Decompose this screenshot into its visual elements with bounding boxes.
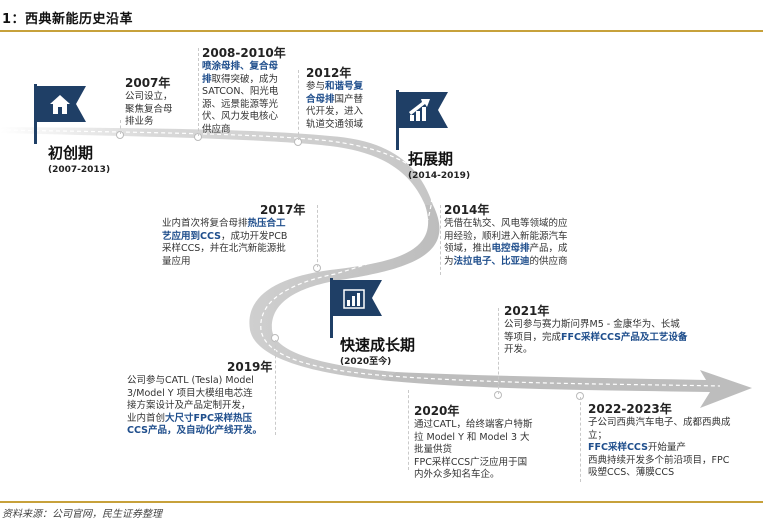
top-rule — [0, 30, 763, 32]
road-segment-curve — [249, 205, 440, 380]
stage-name: 拓展期 — [408, 150, 454, 168]
stage-period: (2014-2019) — [408, 171, 471, 181]
event-line: 开发。 — [504, 344, 533, 355]
event-text: 参与 — [306, 81, 326, 92]
event-line: 通过CATL，给终端客户特斯 — [414, 419, 533, 430]
connector-2019 — [275, 340, 276, 435]
stage-startup: 初创期 (2007-2013) — [48, 144, 110, 176]
event-highlight: FFC采样CCS产品及工艺设备 — [561, 331, 688, 343]
event-line: 代开发，进入 — [306, 106, 364, 117]
connector-2022 — [580, 397, 581, 482]
event-line: 公司参与CATL (Tesla) Model — [127, 375, 254, 386]
connector-2021 — [498, 308, 499, 394]
event-line: 用经验，顺利进入新能源汽车 — [444, 230, 568, 242]
event-text: 的供应商 — [529, 255, 568, 267]
event-year: 2012年 — [306, 66, 352, 80]
road-segment-bottom — [380, 370, 752, 408]
event-highlight: FFC采样CCS — [588, 442, 648, 453]
event-line: 吸塑CCS、薄膜CCS — [588, 467, 675, 478]
bar-chart-icon — [343, 289, 365, 309]
event-text: 为 — [444, 255, 454, 267]
event-year: 2008-2010年 — [202, 46, 286, 60]
event-2020: 2020年 通过CATL，给终端客户特斯 拉 Model Y 和 Model 3… — [414, 404, 554, 482]
flag-rapid-growth — [330, 278, 382, 338]
event-highlight: 和谐号复 — [325, 81, 364, 92]
event-line: 采样CCS，并在北汽新能源批 — [162, 243, 286, 254]
event-text: 开始量产 — [647, 442, 686, 453]
connector-2007 — [120, 120, 121, 134]
flag-startup — [34, 84, 86, 144]
road-center-line — [0, 129, 721, 387]
stage-period: (2007-2013) — [48, 165, 111, 175]
figure-title: 1：西典新能历史沿革 — [2, 12, 134, 27]
event-text: 产品，成 — [529, 243, 568, 254]
event-highlight: 热压合工 — [247, 218, 286, 229]
event-line: 公司参与赛力斯问界M5 - 金康华为、长城 — [504, 319, 680, 330]
event-2019: 2019年 公司参与CATL (Tesla) Model 3/Model Y 项… — [127, 360, 273, 438]
event-2014: 2014年 凭借在轨交、风电等领域的应 用经验，顺利进入新能源汽车 领域，推出电… — [444, 203, 594, 268]
event-year: 2017年 — [260, 203, 306, 217]
event-line: 接方案设计及产品定制开发， — [127, 400, 251, 411]
stage-rapid-growth: 快速成长期 (2020至今) — [340, 336, 415, 368]
event-line: 凭借在轨交、风电等领域的应 — [444, 218, 568, 229]
event-highlight: 合母排 — [306, 93, 335, 105]
event-text: 等项目，完成 — [504, 331, 562, 343]
event-line: 聚焦复合母 — [125, 103, 173, 115]
event-2012: 2012年 参与和谐号复 合母排国产替 代开发，进入 轨道交通领域 — [306, 66, 386, 131]
stage-period: (2020至今) — [340, 357, 392, 367]
event-2007: 2007年 公司设立， 聚焦复合母 排业务 — [125, 76, 195, 129]
event-2008-2010: 2008-2010年 喷涂母排、复合母 排取得突破，成为 SATCON、阳光电 … — [202, 46, 297, 136]
event-highlight: 喷涂母排、复合母 — [202, 61, 279, 72]
event-line: 轨道交通领域 — [306, 118, 364, 130]
event-line: 子公司西典汽车电子、成都西典成 — [588, 417, 731, 428]
event-year: 2007年 — [125, 76, 171, 90]
bottom-rule — [0, 501, 763, 503]
event-2021: 2021年 公司参与赛力斯问界M5 - 金康华为、长城 等项目，完成FFC采样C… — [504, 304, 734, 357]
event-line: 西典持续开发多个前沿项目，FPC — [588, 454, 730, 466]
flag-expansion — [396, 90, 448, 150]
house-icon — [50, 95, 70, 114]
event-year: 2014年 — [444, 203, 490, 217]
event-line: FPC采样CCS广泛应用于国 — [414, 456, 528, 468]
event-highlight: 排 — [202, 73, 212, 85]
event-highlight: 法拉电子、比亚迪 — [453, 255, 530, 267]
event-line: SATCON、阳光电 — [202, 86, 279, 97]
event-year: 2020年 — [414, 404, 460, 418]
stage-name: 初创期 — [48, 144, 94, 162]
event-line: 内外众多知名车企。 — [414, 469, 500, 480]
event-year: 2019年 — [227, 360, 273, 374]
event-text: 业内首创 — [127, 412, 166, 424]
connector-2017 — [317, 205, 318, 267]
stage-expansion: 拓展期 (2014-2019) — [408, 150, 470, 182]
event-line: 立； — [588, 429, 608, 441]
stage-name: 快速成长期 — [340, 336, 416, 354]
connector-2014 — [440, 205, 441, 275]
event-2022-2023: 2022-2023年 子公司西典汽车电子、成都西典成 立； FFC采样CCS开始… — [588, 402, 758, 480]
event-line: 3/Model Y 项目大模组电芯连 — [127, 387, 253, 399]
event-text: 业内首次将复合母排 — [162, 218, 248, 229]
connector-2008 — [198, 48, 199, 136]
event-line: 伏、风力发电核心 — [202, 111, 279, 122]
connector-2012 — [298, 70, 299, 140]
event-highlight: 艺应用到CCS — [162, 230, 221, 242]
event-year: 2022-2023年 — [588, 402, 672, 416]
event-2017: 2017年 业内首次将复合母排热压合工 艺应用到CCS，成功开发PCB 采样CC… — [162, 203, 314, 268]
event-line: 量应用 — [162, 255, 191, 267]
growth-arrow-icon — [409, 99, 430, 121]
event-highlight: CCS产品，及自动化产线开发。 — [127, 425, 262, 436]
event-line: 公司设立， — [125, 91, 173, 102]
connector-2020 — [408, 390, 409, 470]
event-line: 拉 Model Y 和 Model 3 大 — [414, 431, 530, 443]
event-line: 批量供货 — [414, 444, 453, 455]
event-year: 2021年 — [504, 304, 550, 318]
event-highlight: 电控母排 — [491, 243, 530, 254]
event-text: 领域，推出 — [444, 243, 492, 254]
event-text: 取得突破，成为 — [211, 73, 279, 85]
event-line: 供应商 — [202, 123, 231, 135]
event-text: ，成功开发PCB — [220, 230, 288, 242]
event-line: 源、远景能源等光 — [202, 98, 279, 110]
event-text: 国产替 — [334, 93, 364, 105]
event-line: 排业务 — [125, 116, 154, 127]
event-highlight: 大尺寸FPC采样热压 — [165, 412, 252, 424]
